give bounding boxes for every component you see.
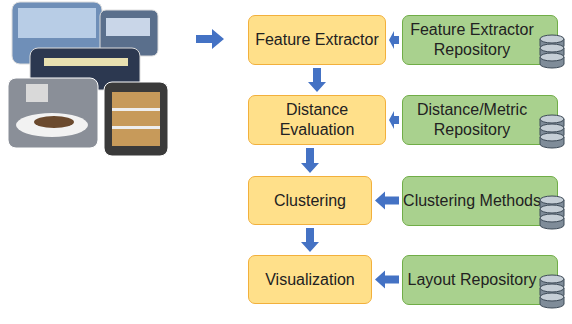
text-stack: Visualization bbox=[265, 270, 355, 290]
box-label: Layout Repository bbox=[408, 270, 537, 290]
flow-arrow bbox=[389, 111, 399, 129]
box-label: Clustering Methods bbox=[403, 191, 541, 211]
flow-arrow bbox=[389, 31, 399, 49]
repository-box: Feature Extractor Repository bbox=[402, 15, 558, 65]
text-stack: Feature Extractor Repository bbox=[403, 20, 541, 60]
box-label: Feature Extractor Repository bbox=[403, 20, 541, 60]
input-arrow bbox=[196, 29, 224, 49]
flow-arrow bbox=[301, 148, 319, 173]
box-label: Feature Extractor bbox=[255, 30, 379, 50]
text-stack: Distance/Metric Repository bbox=[403, 100, 541, 140]
process-box: Feature Extractor bbox=[248, 15, 386, 65]
flow-arrow bbox=[375, 271, 399, 289]
egocentric-photos bbox=[8, 2, 168, 156]
flow-arrow bbox=[375, 192, 399, 210]
flow-arrow bbox=[308, 68, 326, 92]
process-box: Visualization bbox=[248, 255, 372, 304]
box-label: Distance/Metric Repository bbox=[403, 100, 541, 140]
box-label: Distance Evaluation bbox=[249, 100, 385, 140]
process-box: Distance Evaluation bbox=[248, 95, 386, 145]
box-label: Clustering bbox=[274, 191, 346, 211]
text-stack: Feature Extractor bbox=[255, 30, 379, 50]
repository-box: Clustering Methods bbox=[402, 176, 558, 226]
text-stack: Clustering bbox=[274, 191, 346, 211]
box-label: Visualization bbox=[265, 270, 355, 290]
flow-arrow bbox=[301, 228, 319, 252]
text-stack: Layout Repository bbox=[408, 270, 537, 290]
text-stack: Distance Evaluation bbox=[249, 100, 385, 140]
process-box: Clustering bbox=[248, 176, 372, 225]
repository-box: Distance/Metric Repository bbox=[402, 95, 558, 145]
repository-box: Layout Repository bbox=[402, 255, 558, 305]
text-stack: Clustering Methods bbox=[403, 191, 541, 211]
